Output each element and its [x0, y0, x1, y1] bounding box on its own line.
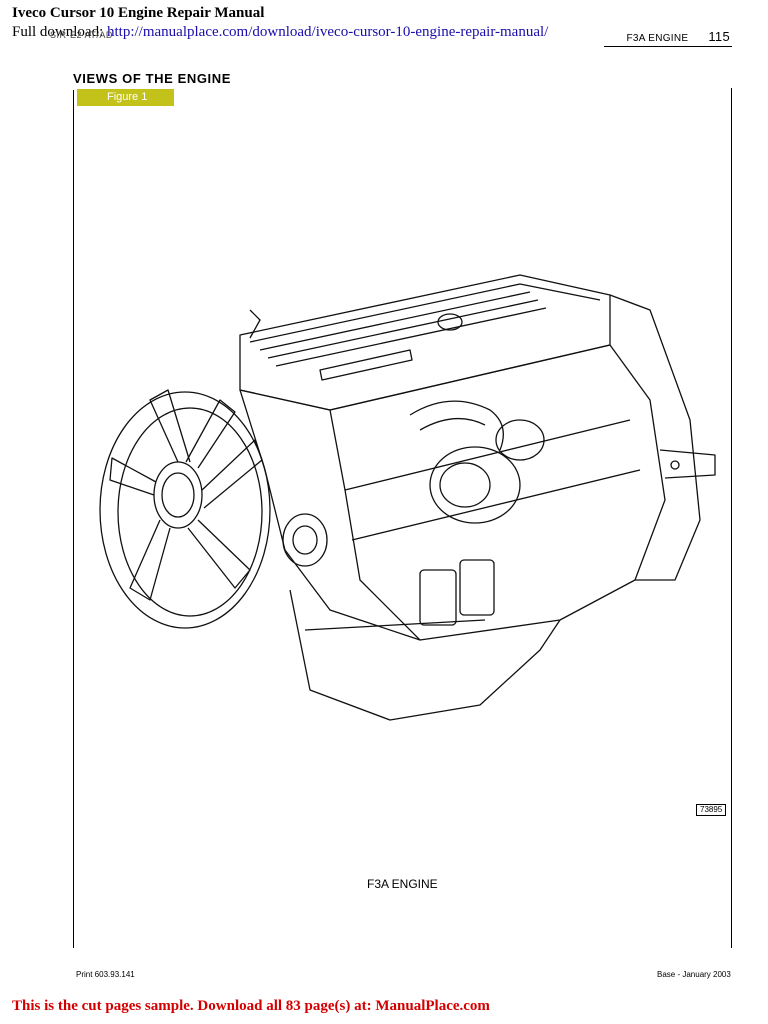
- figure-label: Figure 1: [77, 89, 174, 106]
- download-prefix: Full download:: [12, 24, 108, 40]
- engine-block: [239, 344, 666, 641]
- turbocharger: [409, 400, 545, 524]
- section-title: VIEWS OF THE ENGINE: [73, 71, 232, 86]
- download-link[interactable]: http://manualplace.com/download/iveco-cu…: [107, 24, 549, 40]
- page-header: F3A ENGINE 115: [626, 29, 730, 44]
- engine-drawing: [99, 274, 716, 721]
- figure-caption: F3A ENGINE: [367, 877, 438, 891]
- download-line: Full download: http://manualplace.com/do…: [12, 24, 548, 41]
- ghost-header-text: SIR-E2 AT/AD: [50, 30, 113, 40]
- fan-assembly: [99, 389, 271, 629]
- valve-cover: [239, 274, 611, 411]
- right-frame-rule: [731, 88, 732, 948]
- oil-pan: [289, 589, 561, 721]
- document-title: Iveco Cursor 10 Engine Repair Manual: [12, 5, 265, 21]
- header-section: F3A ENGINE: [626, 33, 689, 44]
- header-rule: [604, 46, 732, 47]
- page-number: 115: [708, 29, 730, 44]
- footer-edition: Base - January 2003: [657, 970, 731, 979]
- accessories: [249, 309, 495, 626]
- left-frame-rule: [73, 90, 74, 948]
- sample-banner: This is the cut pages sample. Download a…: [12, 998, 490, 1014]
- flywheel-housing: [609, 294, 716, 581]
- figure-reference-code: 73895: [696, 804, 727, 816]
- footer-print-code: Print 603.93.141: [76, 970, 135, 979]
